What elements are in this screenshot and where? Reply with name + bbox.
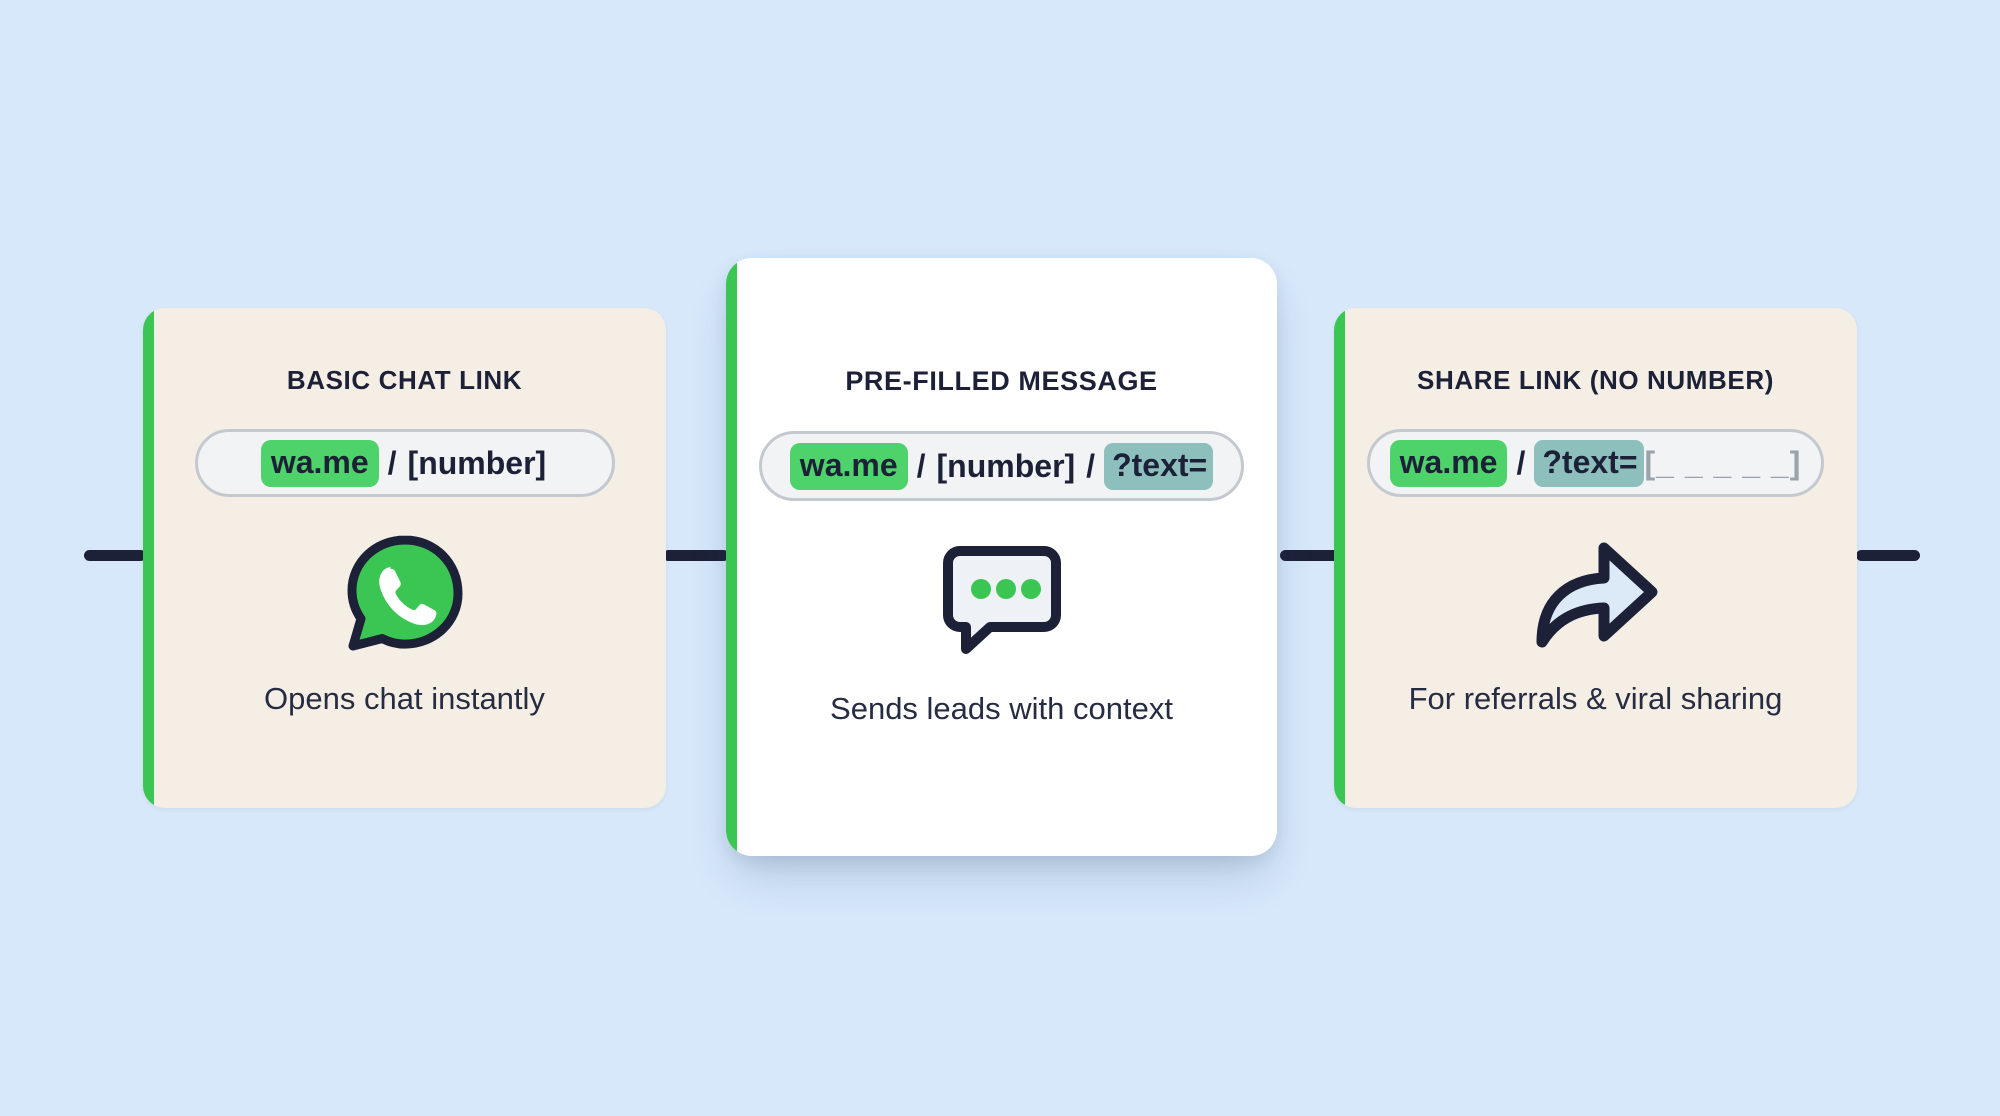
url-token-separator-1: / bbox=[387, 445, 397, 481]
card-caption: Sends leads with context bbox=[830, 691, 1173, 726]
connector-rail-left bbox=[84, 550, 146, 561]
url-token-separator-1: / bbox=[916, 448, 926, 484]
connector-rail-right bbox=[1856, 550, 1920, 561]
url-pattern-share: wa.me / ?text= [_ _ _ _ _] bbox=[1366, 429, 1825, 497]
url-token-domain: wa.me bbox=[1389, 439, 1508, 487]
card-caption: Opens chat instantly bbox=[264, 681, 545, 716]
whatsapp-icon bbox=[346, 529, 464, 659]
connector-rail-mid-1 bbox=[663, 550, 729, 561]
connector-rail-mid-2 bbox=[1280, 550, 1346, 561]
chat-bubble-icon bbox=[942, 535, 1062, 665]
url-token-text-param: ?text= bbox=[1534, 439, 1644, 487]
url-token-placeholder: [_ _ _ _ _] bbox=[1644, 445, 1802, 481]
url-token-text-param: ?text= bbox=[1104, 442, 1214, 490]
url-token-number: [number] bbox=[407, 445, 547, 481]
card-caption: For referrals & viral sharing bbox=[1408, 681, 1783, 716]
url-token-domain: wa.me bbox=[260, 439, 379, 487]
url-pattern-prefilled: wa.me / [number] / ?text= bbox=[759, 431, 1244, 501]
card-basic-chat-link[interactable]: BASIC CHAT LINK wa.me / [number] Opens c… bbox=[143, 308, 666, 808]
url-token-domain: wa.me bbox=[789, 442, 908, 490]
card-title: SHARE LINK (NO NUMBER) bbox=[1417, 365, 1774, 395]
url-token-number: [number] bbox=[936, 448, 1076, 484]
card-pre-filled-message[interactable]: PRE-FILLED MESSAGE wa.me / [number] / ?t… bbox=[726, 258, 1277, 856]
share-arrow-icon bbox=[1530, 529, 1662, 659]
card-title: BASIC CHAT LINK bbox=[286, 365, 523, 395]
url-pattern-basic: wa.me / [number] bbox=[194, 429, 615, 497]
url-token-separator-1: / bbox=[1516, 445, 1526, 481]
card-share-link[interactable]: SHARE LINK (NO NUMBER) wa.me / ?text= [_… bbox=[1334, 308, 1857, 808]
card-title: PRE-FILLED MESSAGE bbox=[845, 366, 1158, 396]
url-token-separator-2: / bbox=[1086, 448, 1096, 484]
